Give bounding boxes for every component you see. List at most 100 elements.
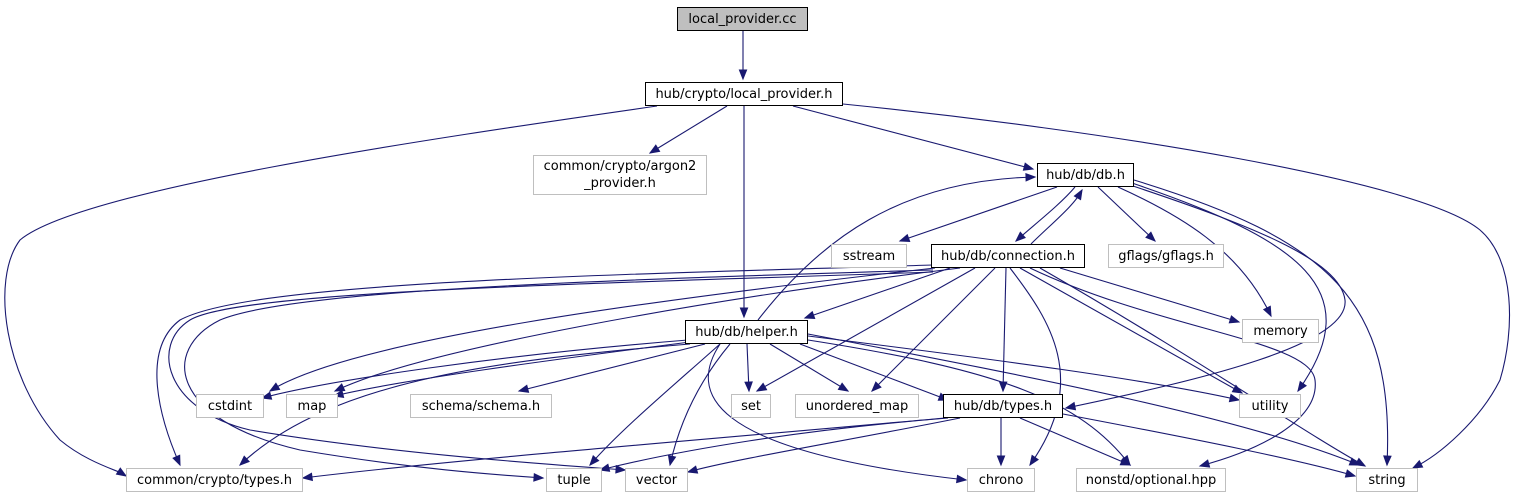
edge-hub_db_db_h-to-gflags_gflags_h [1097,186,1156,242]
edge-hub_db_connection_h-to-utility [1019,267,1244,394]
edge-line [518,343,706,392]
edge-arrowhead [301,472,313,482]
edge-arrowhead [739,307,749,319]
edge-hub_db_connection_h-to-memory [1059,267,1241,324]
edge-hub_db_helper_h-to-hub_db_types_h [799,343,950,401]
edge-hub_crypto_local_provider_h-to-string [842,103,1511,469]
edge-line [1065,184,1346,409]
node-hub-crypto-local-provider-h[interactable]: hub/crypto/local_provider.h [645,82,843,106]
edge-arrowhead [1262,305,1272,318]
edge-hub_db_types_h-to-string [1062,413,1357,478]
edge-hub_db_db_h-to-hub_db_types_h [1064,184,1346,411]
edge-hub_db_db_h-to-utility [1131,182,1327,393]
edge-arrowhead [533,473,545,482]
edge-line [649,105,728,154]
edge-hub_db_connection_h-to-cstdint [268,267,936,392]
edge-line [807,333,1360,466]
node-utility: utility [1239,394,1301,418]
edge-line [756,267,976,392]
edge-line [804,267,951,319]
edge-line [769,343,849,392]
edge-hub_db_helper_h-to-vector [667,343,731,467]
edge-line [1059,267,1240,323]
node-local-provider-cc: local_provider.cc [677,7,808,31]
edge-arrowhead [686,465,699,474]
edge-hub_db_connection_h-to-map [333,267,961,392]
edge-hub_db_helper_h-to-schema_schema_h [517,343,706,393]
edge-arrowhead [589,455,600,467]
edge-arrowhead [898,233,911,243]
edge-hub_db_types_h-to-vector [686,417,961,474]
node-string: string [1356,468,1418,492]
edge-arrowhead [667,454,677,467]
edge-arrowhead [1198,459,1211,468]
edge-line [4,105,658,477]
edge-arrowhead [517,384,530,393]
node-nonstd-optional-hpp: nonstd/optional.hpp [1076,468,1226,492]
node-hub-db-connection-h[interactable]: hub/db/connection.h [931,244,1085,268]
edge-arrowhead [648,144,661,154]
edge-hub_db_connection_h-to-nonstd_optional_hpp [1029,267,1316,468]
edge-hub_db_types_h-to-chrono [996,418,1006,467]
edge-arrowhead [1231,384,1244,394]
edge-line [1062,413,1356,477]
edge-arrowhead [239,455,250,466]
edge-arrowhead [1029,454,1039,467]
node-sstream: sstream [831,244,907,268]
edge-arrowhead [1022,162,1035,171]
edge-line [269,267,936,392]
edge-arrowhead [871,381,882,392]
edge-hub_db_helper_h-to-chrono [707,343,968,484]
edge-hub_crypto_local_provider_h-to-hub_db_helper_h [739,106,749,319]
node-hub-db-helper-h[interactable]: hub/db/helper.h [685,320,808,344]
edge-line [599,417,949,471]
node-hub-db-types-h[interactable]: hub/db/types.h [943,394,1063,418]
edge-arrowhead [172,454,181,467]
edge-line [1117,186,1272,317]
edge-hub_db_helper_h-to-utility [807,335,1241,403]
edge-arrowhead [996,455,1006,467]
edge-line [1039,267,1366,467]
edge-arrowhead [1119,457,1132,466]
node-memory: memory [1242,319,1319,343]
edge-hub_db_connection_h-to-string [1039,267,1367,467]
edge-arrowhead [755,382,768,392]
edge-hub_db_types_h-to-tuple [598,417,949,472]
edge-line [687,417,961,473]
edge-arrowhead [1025,172,1037,182]
edge-arrowhead [333,383,346,392]
edge-line [302,417,946,479]
edge-line [156,264,934,466]
edge-arrowhead [260,391,273,400]
edge-line [589,343,721,466]
edge-hub_db_types_h-to-nonstd_optional_hpp [1019,417,1132,466]
node-cstdint: cstdint [196,394,264,418]
edge-arrowhead [1383,455,1392,467]
edge-arrowhead [1145,231,1156,242]
edge-hub_db_db_h-to-memory [1117,186,1272,318]
edge-arrowhead [803,310,816,320]
node-gflags-gflags-h: gflags/gflags.h [1108,244,1224,268]
edge-line [871,267,996,392]
edge-line [168,271,934,471]
edge-hub_db_db_h-to-hub_db_connection_h [1015,186,1076,242]
edge-line [842,103,1511,469]
edge-line [757,176,1036,321]
edge-arrowhead [115,467,128,477]
node-map: map [286,394,338,418]
node-chrono: chrono [967,468,1035,492]
edge-line [1002,267,1007,392]
node-schema-schema-h: schema/schema.h [410,394,552,418]
edge-line [1029,267,1316,467]
edge-arrowhead [1348,457,1361,466]
edge-hub_db_helper_h-to-cstdint [260,339,689,400]
edge-hub_db_connection_h-to-vector [168,271,934,474]
edge-hub_db_connection_h-to-unordered_map [871,267,996,392]
edge-line [792,105,1034,170]
node-vector: vector [625,468,688,492]
node-hub-db-db-h[interactable]: hub/db/db.h [1037,163,1134,187]
edge-hub_db_helper_h-to-hub_db_db_h [757,172,1037,321]
edge-hub_db_types_h-to-common_crypto_types_h [301,417,946,482]
edge-line [669,343,731,466]
